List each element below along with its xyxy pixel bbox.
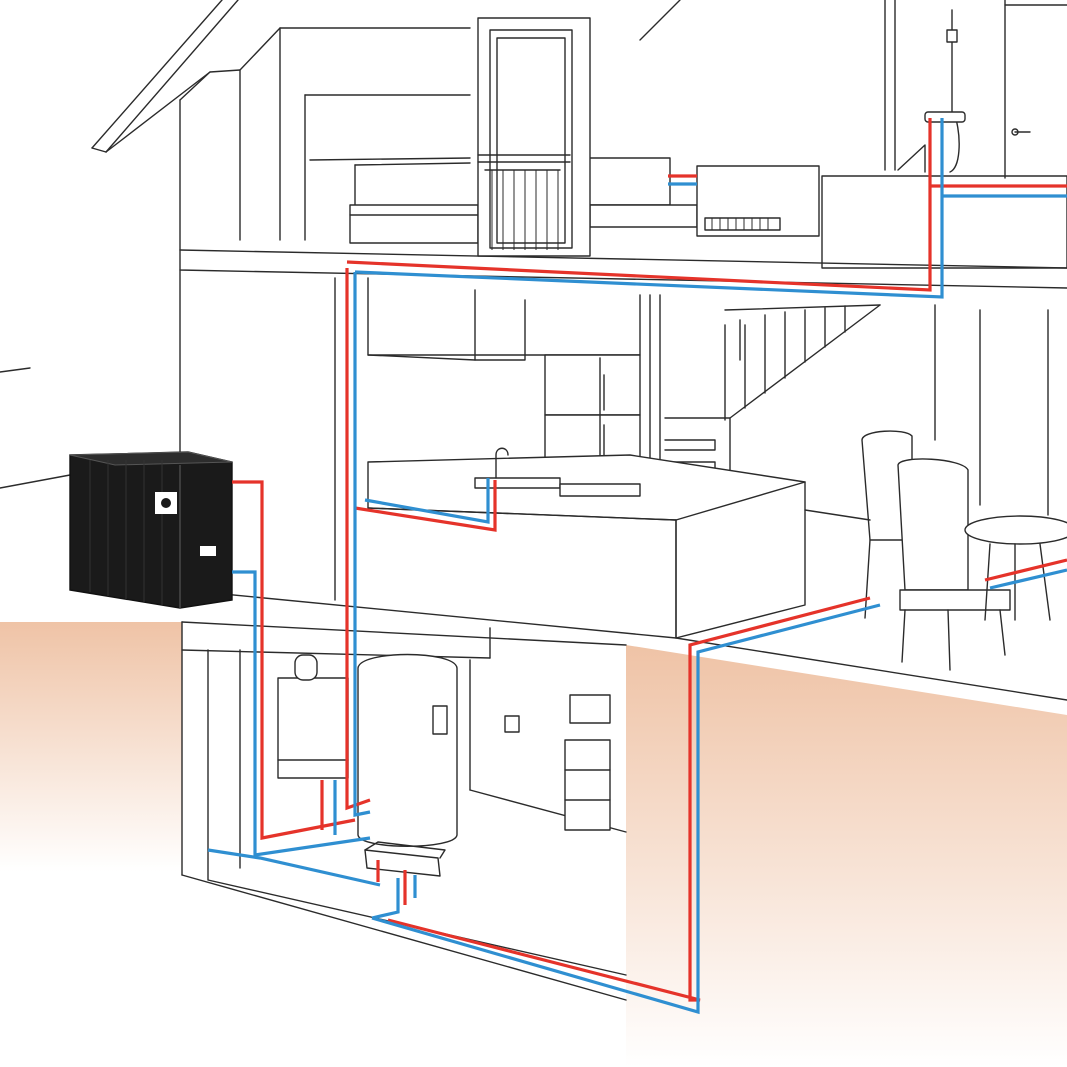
circle-logo-icon — [161, 498, 171, 508]
ground-soil — [0, 622, 1067, 1067]
kitchen-counter — [367, 454, 806, 639]
pump-station — [364, 849, 441, 877]
roof — [0, 0, 681, 489]
balcony-door — [477, 17, 591, 257]
bathtub — [821, 175, 1067, 269]
dining-table — [964, 515, 1067, 545]
control-unit — [569, 694, 611, 724]
ground-floor — [179, 269, 1067, 701]
return-pipes — [207, 118, 1067, 1015]
gas-boiler — [277, 677, 349, 779]
upper-floor — [179, 0, 1067, 289]
thermostat — [504, 715, 520, 733]
hot-water-tank — [357, 653, 458, 847]
dining-chair — [897, 458, 969, 591]
heat-pump-outdoor-unit — [69, 451, 233, 609]
supply-pipes — [232, 118, 1067, 1002]
battery-storage — [564, 739, 611, 831]
floor-heating-connections — [984, 558, 1067, 590]
basement — [181, 621, 627, 1001]
fridge — [544, 354, 641, 416]
